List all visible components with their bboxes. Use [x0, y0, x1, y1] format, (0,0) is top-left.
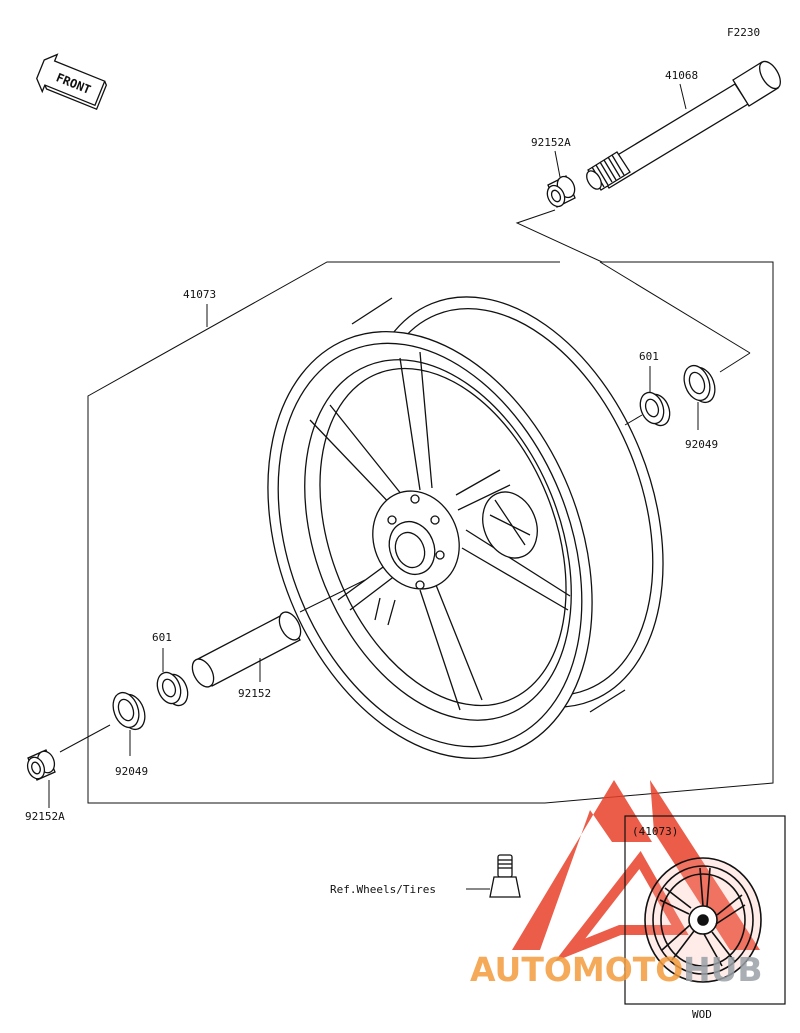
- axle: [586, 60, 781, 191]
- bearing-right: [639, 391, 671, 427]
- inset-box: [624, 815, 786, 1005]
- assembly-outline: [87, 209, 774, 804]
- collar-left-label: 92152A: [25, 810, 65, 823]
- bearing-left-label: 601: [152, 631, 172, 644]
- diagram-code: F2230: [727, 26, 760, 39]
- watermark-logo-icon: [512, 780, 760, 962]
- bearing-right-label: 601: [639, 350, 659, 363]
- valve-ref-label: Ref.Wheels/Tires: [330, 883, 436, 896]
- axle-leader: [599, 261, 751, 354]
- seal-left: [112, 691, 146, 731]
- inset-wheel: [644, 857, 762, 983]
- inset-part-label: (41073): [632, 825, 678, 838]
- bearing-left: [156, 671, 189, 707]
- wheel: [267, 296, 664, 760]
- spacer-label: 92152: [238, 687, 271, 700]
- collar-top: [546, 175, 576, 208]
- watermark-text-a: AUTOMOTO: [470, 950, 683, 989]
- seal-right-label: 92049: [685, 438, 718, 451]
- seal-left-label: 92049: [115, 765, 148, 778]
- valve: [489, 854, 521, 898]
- collar-top-label: 92152A: [531, 136, 571, 149]
- collar-left: [26, 749, 56, 781]
- front-arrow-icon: FRONT: [36, 53, 108, 111]
- wheel-assy-label: 41073: [183, 288, 216, 301]
- axle-label: 41068: [665, 69, 698, 82]
- spacer: [191, 611, 302, 688]
- seal-right: [683, 364, 716, 404]
- watermark-text-b: HUB: [683, 950, 763, 989]
- inset-caption: WOD: [692, 1008, 712, 1021]
